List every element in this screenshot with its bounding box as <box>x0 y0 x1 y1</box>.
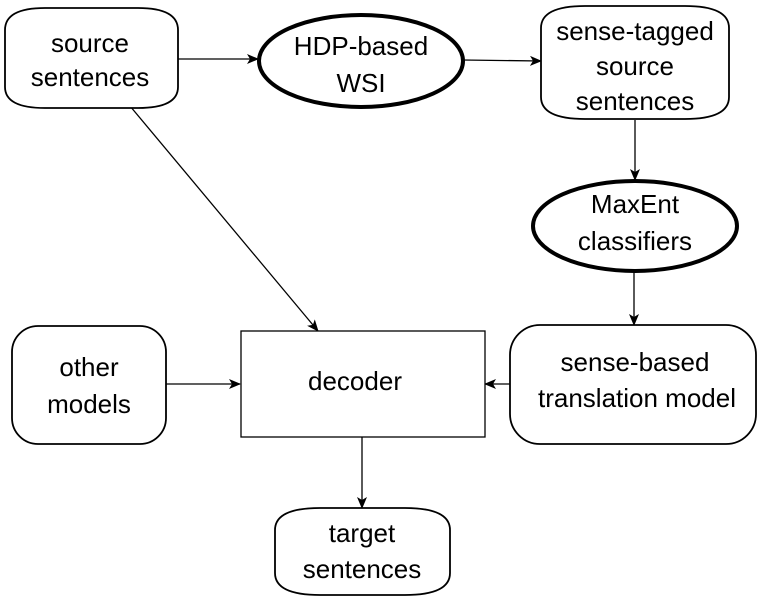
node-decoder: decoder <box>240 330 486 438</box>
edge-hdp-to-sense-tagged <box>462 55 542 66</box>
hdp-wsi-line-2: WSI <box>336 68 385 98</box>
target-sentences-line-1: target <box>329 518 396 548</box>
sense-based-line-1: sense-based <box>561 347 710 377</box>
hdp-wsi-line-1: HDP-based <box>294 31 428 61</box>
sense-tagged-line-2: source <box>596 51 674 81</box>
other-models-line-2: models <box>47 389 131 419</box>
source-sentences-line-2: sentences <box>31 62 150 92</box>
node-sense-tagged-source-sentences: sense-tagged source sentences <box>540 5 730 120</box>
node-sense-based-translation-model: sense-based translation model <box>509 324 757 445</box>
source-sentences-line-1: source <box>51 28 129 58</box>
decoder-label: decoder <box>308 366 402 396</box>
node-other-models: other models <box>11 325 167 445</box>
maxent-line-1: MaxEnt <box>591 189 680 219</box>
node-maxent-classifiers: MaxEnt classifiers <box>531 179 739 273</box>
target-sentences-line-2: sentences <box>303 554 422 584</box>
sense-based-line-2: translation model <box>538 383 736 413</box>
sense-tagged-line-3: sentences <box>576 86 695 116</box>
sense-tagged-line-1: sense-tagged <box>556 16 714 46</box>
node-source-sentences: source sentences <box>4 7 179 109</box>
other-models-line-1: other <box>59 352 119 382</box>
node-target-sentences: target sentences <box>274 507 451 596</box>
maxent-line-2: classifiers <box>578 226 692 256</box>
node-hdp-wsi: HDP-based WSI <box>257 13 465 109</box>
edge-source-to-decoder <box>129 105 319 332</box>
